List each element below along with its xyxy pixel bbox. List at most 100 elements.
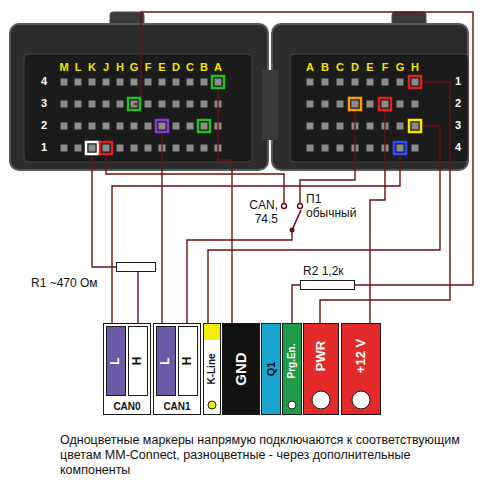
terminal-block: GND — [222, 323, 260, 415]
pin — [322, 101, 329, 108]
terminal-label: CAN0 — [113, 401, 140, 413]
wire — [161, 132, 162, 323]
terminal-label: GND — [232, 352, 249, 385]
pin-index: 1 — [41, 141, 47, 154]
terminal-label: PWR — [314, 340, 329, 370]
pin-index: M — [59, 61, 68, 74]
pin — [117, 101, 124, 108]
pin-marker — [409, 76, 421, 88]
terminal-dot — [351, 390, 371, 410]
pin-index: F — [382, 61, 389, 74]
pin — [215, 79, 222, 86]
pin — [117, 79, 124, 86]
pin — [173, 79, 180, 86]
pin — [337, 145, 344, 152]
pin-marker — [100, 142, 112, 154]
terminal-label: L — [159, 357, 173, 364]
pin-field — [290, 54, 468, 162]
pin-index: D — [172, 61, 180, 74]
pin-index: J — [103, 61, 109, 74]
terminal-block: H — [128, 326, 148, 396]
pin-index: L — [75, 61, 82, 74]
pin-marker — [156, 120, 168, 132]
pin — [397, 123, 404, 130]
pin-index: C — [186, 61, 194, 74]
wire — [187, 232, 292, 323]
pin-index: F — [145, 61, 152, 74]
pin — [187, 145, 194, 152]
pin — [145, 145, 152, 152]
pin-marker — [128, 98, 140, 110]
wire-connector — [137, 272, 138, 326]
terminal-block: PWR — [303, 323, 339, 415]
terminal-block: Q1 — [261, 323, 281, 415]
pin-index: 4 — [455, 141, 461, 154]
pin-index: H — [116, 61, 124, 74]
terminal-label: Prg.En. — [286, 343, 298, 378]
pin-index: G — [396, 61, 405, 74]
pin — [75, 145, 82, 152]
pin-grid — [61, 79, 419, 152]
wire — [300, 110, 355, 203]
connector-housing — [10, 24, 268, 170]
terminal-block: Prg.En. — [282, 323, 302, 415]
terminal-block: L — [156, 326, 176, 396]
pin — [145, 123, 152, 130]
pin — [187, 101, 194, 108]
terminal-dot — [287, 400, 297, 410]
connector-housing — [272, 24, 468, 170]
pin-index: H — [411, 61, 419, 74]
resistor-symbol: R2 1,2к — [300, 280, 355, 290]
pin — [173, 101, 180, 108]
resistor-symbol: R1 ~470 Ом — [116, 262, 156, 272]
color-band — [204, 324, 220, 340]
pin — [159, 101, 166, 108]
switch-label: П1 — [306, 193, 321, 207]
wire — [370, 110, 385, 323]
component-label: R2 1,2к — [303, 265, 344, 279]
terminal-block: K-Line — [203, 323, 221, 415]
pin — [117, 145, 124, 152]
wire — [218, 88, 232, 323]
pin — [89, 123, 96, 130]
terminal-block: L — [106, 326, 126, 396]
pin — [367, 79, 374, 86]
switch-symbol — [282, 204, 303, 233]
terminal-dot — [311, 390, 331, 410]
pin — [131, 79, 138, 86]
pin — [412, 101, 419, 108]
pin — [307, 145, 314, 152]
pin — [367, 123, 374, 130]
pin — [131, 145, 138, 152]
pin — [103, 145, 110, 152]
terminal-block: +12 V — [341, 323, 381, 415]
pin — [307, 79, 314, 86]
terminal-label: L — [109, 357, 123, 364]
pin — [201, 145, 208, 152]
pin — [322, 145, 329, 152]
terminal-block: H — [178, 326, 198, 396]
pin-index: E — [366, 61, 373, 74]
pin — [337, 123, 344, 130]
pin — [382, 79, 389, 86]
pin — [145, 101, 152, 108]
pin-index: 3 — [455, 119, 461, 132]
pin — [337, 101, 344, 108]
terminal-label: CAN1 — [163, 401, 190, 413]
wire-connector — [292, 285, 300, 323]
pin-index: A — [306, 61, 314, 74]
pin — [187, 79, 194, 86]
housing-joint — [262, 70, 278, 140]
terminal-label: +12 V — [354, 338, 369, 372]
pin — [382, 101, 389, 108]
pin — [397, 79, 404, 86]
pin — [322, 79, 329, 86]
pin — [61, 79, 68, 86]
wire — [134, 12, 473, 285]
pin-marker — [349, 98, 361, 110]
pin-index: 1 — [455, 75, 461, 88]
pin — [131, 123, 138, 130]
pin — [61, 101, 68, 108]
pin — [337, 79, 344, 86]
pin — [159, 123, 166, 130]
